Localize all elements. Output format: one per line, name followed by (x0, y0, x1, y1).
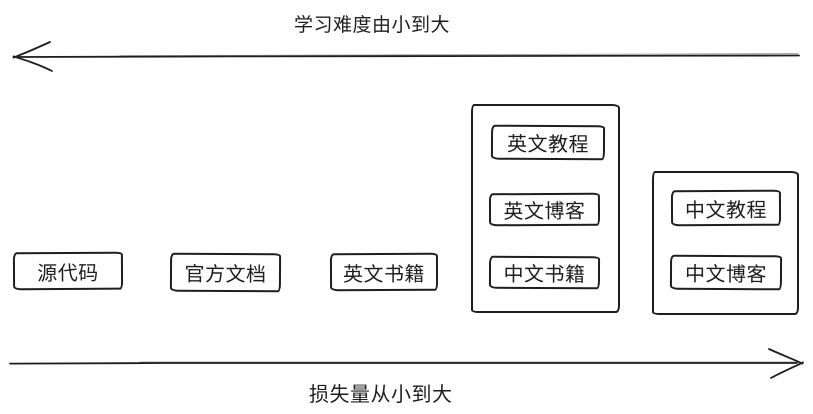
box-english-blog: 英文博客 (488, 192, 601, 227)
box-official-docs: 官方文档 (169, 252, 282, 293)
right-arrow-icon (9, 348, 804, 379)
bottom-axis-label: 损失量从小到大 (309, 384, 453, 406)
box-label: 官方文档 (184, 263, 267, 287)
box-label: 中文教程 (684, 199, 768, 222)
box-label: 中文书籍 (503, 263, 586, 287)
box-label: 英文博客 (503, 200, 586, 224)
group-box-english-resources: 英文教程 英文博客 中文书籍 (471, 104, 620, 313)
box-label: 英文书籍 (342, 263, 426, 286)
box-english-tutorial: 英文教程 (490, 124, 606, 161)
top-axis-label: 学习难度由小到大 (294, 15, 451, 36)
box-chinese-tutorial: 中文教程 (670, 189, 782, 227)
box-label: 源代码 (37, 262, 99, 285)
box-source-code: 源代码 (12, 251, 124, 291)
box-label: 中文博客 (684, 263, 768, 287)
left-arrow-icon (12, 41, 800, 72)
group-box-chinese-resources: 中文教程 中文博客 (652, 171, 799, 315)
box-english-books: 英文书籍 (329, 252, 439, 292)
box-chinese-blog: 中文博客 (669, 254, 783, 291)
box-chinese-books: 中文书籍 (488, 255, 601, 290)
box-label: 英文教程 (506, 133, 590, 157)
